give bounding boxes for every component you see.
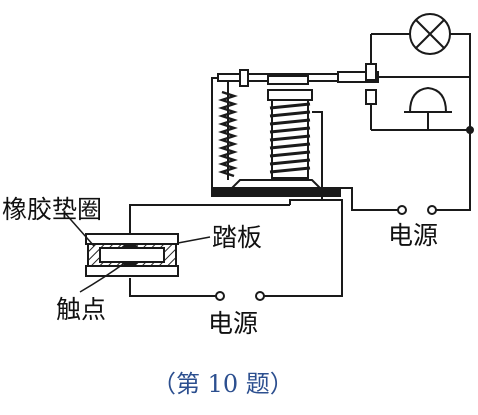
power-label-right: 电源 [388, 221, 439, 250]
right-power-circuit [340, 130, 471, 215]
left-wiring [129, 199, 343, 301]
gasket-label: 橡胶垫圈 [2, 195, 103, 224]
armature [217, 69, 339, 87]
power-label-left: 电源 [208, 309, 259, 338]
relay-switch-contacts [337, 34, 470, 130]
bell [371, 86, 470, 131]
spring [218, 82, 238, 180]
electromagnet-coil [267, 89, 323, 205]
lamp [371, 13, 474, 134]
figure-caption: （第 10 题） [152, 370, 294, 398]
leader-lines [63, 211, 211, 293]
pedal-assembly [85, 233, 179, 277]
pedal-label: 踏板 [212, 223, 263, 252]
contact-label: 触点 [56, 295, 107, 324]
